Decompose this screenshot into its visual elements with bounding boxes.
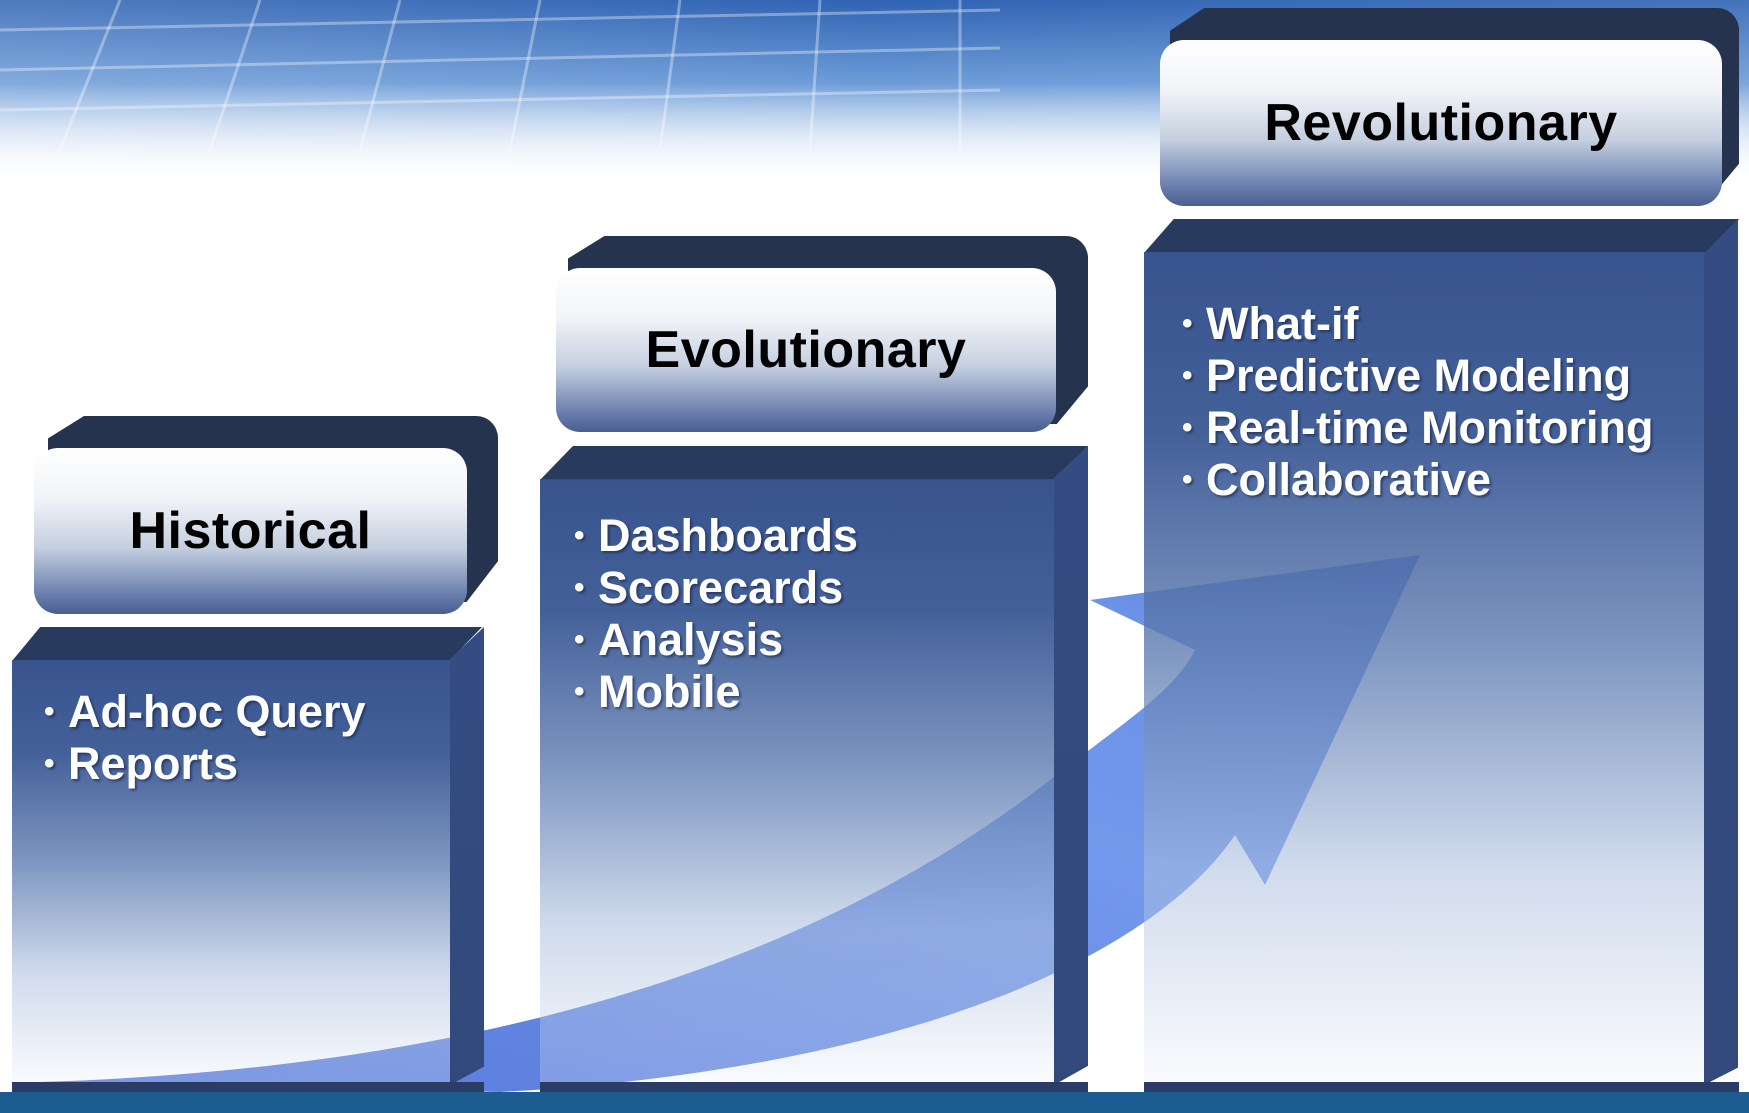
bullet-list-evolutionary: •Dashboards •Scorecards •Analysis •Mobil… [574, 510, 858, 718]
stage-title-historical: Historical [129, 502, 372, 560]
bullet-item: •Reports [44, 738, 239, 789]
bullet-list-revolutionary: •What-if •Predictive Modeling •Real-time… [1182, 298, 1654, 506]
stage-title-revolutionary: Revolutionary [1264, 94, 1618, 152]
bullet-item: •Dashboards [574, 510, 859, 561]
bullet-item: •Predictive Modeling [1182, 350, 1632, 401]
bullet-item: •What-if [1182, 298, 1359, 349]
bullet-item: •Ad-hoc Query [44, 686, 366, 737]
stage-title-evolutionary: Evolutionary [645, 321, 967, 379]
bullet-item: •Real-time Monitoring [1182, 402, 1654, 453]
footer-bar [0, 1092, 1749, 1113]
bullet-list-historical: •Ad-hoc Query •Reports [44, 686, 366, 790]
bullet-item: •Scorecards [574, 562, 844, 613]
bullet-item: •Mobile [574, 666, 741, 717]
bullet-item: •Collaborative [1182, 454, 1492, 505]
bullet-item: •Analysis [574, 614, 784, 665]
